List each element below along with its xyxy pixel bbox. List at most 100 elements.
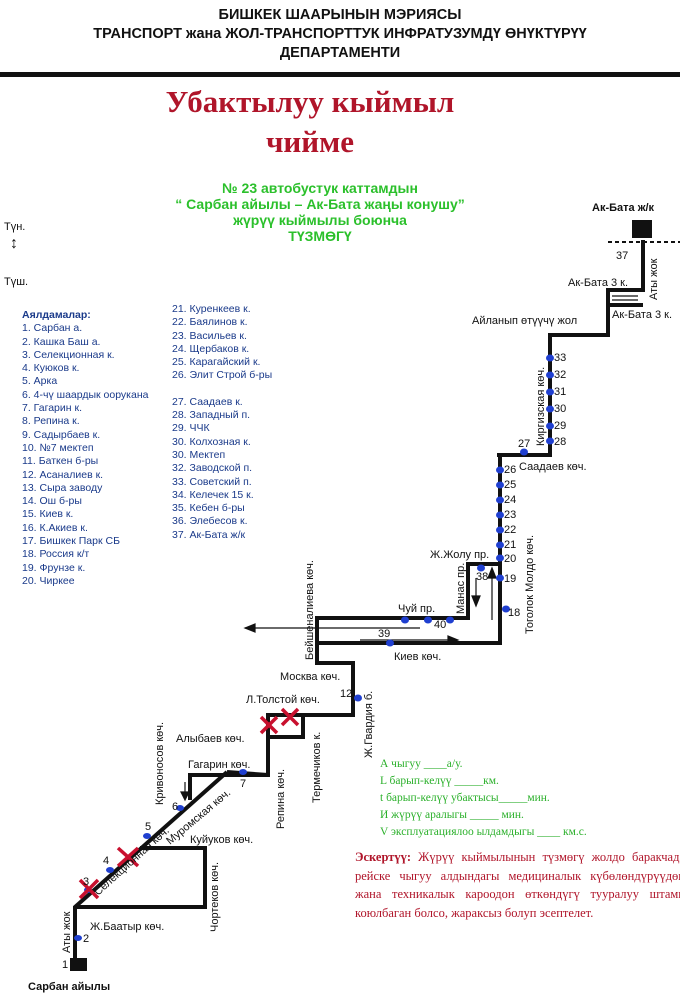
closure-x-icon — [116, 846, 140, 868]
closure-x-icon — [78, 878, 100, 900]
direction-arrows — [180, 295, 638, 802]
stop-list-item: 34. Келечек 15 к. — [172, 488, 254, 501]
stop-list-item: 16. К.Акиев к. — [22, 521, 88, 534]
stop-list-item: 17. Бишкек Парк СБ — [22, 535, 120, 548]
stop-list-item: 28. Западный п. — [172, 409, 251, 422]
stop-dot — [386, 639, 394, 647]
route-lines — [73, 240, 645, 958]
stop-list-item: 15. Киев к. — [22, 508, 74, 521]
stop-dot — [106, 867, 114, 873]
terminal-start-label: Сарбан айылы — [28, 981, 110, 993]
stop-dot — [74, 935, 82, 941]
param-line: И жүрүү аралыгы _____ мин. — [380, 809, 524, 821]
stop-list-item: 3. Селекционная к. — [22, 348, 115, 361]
compass-south: Түш. — [4, 276, 29, 288]
stop-number: 7 — [240, 778, 246, 790]
stops-heading: Аялдамалар: — [22, 309, 91, 321]
street-label: Киев көч. — [394, 651, 441, 663]
param-line: А чыгуу ____а/у. — [380, 758, 463, 770]
compass-north: Түн. — [4, 221, 26, 233]
stop-list-item: 5. Арка — [22, 375, 58, 388]
stop-number: 38 — [476, 571, 488, 583]
stop-dot — [546, 405, 554, 413]
stop-list-item: 26. Элит Строй б-ры — [172, 369, 273, 382]
subtitle-line: “ Сарбан айылы – Ак-Бата жаңы конушу” — [175, 196, 465, 212]
road-closure-icons — [78, 707, 300, 900]
stop-list-item: 29. ЧЧК — [172, 422, 210, 435]
route-parameters: А чыгуу ____а/у. L барып-келүү _____км. … — [380, 756, 587, 841]
stop-dot — [239, 769, 247, 775]
stop-number: 1 — [62, 959, 68, 971]
closure-x-icon — [259, 715, 279, 735]
street-label: Алыбаев көч. — [176, 733, 245, 745]
stop-dot — [546, 388, 554, 396]
compass-arrow-icon: ↕ — [10, 235, 18, 252]
street-label: Термечиков к. — [311, 732, 323, 803]
stop-list-item: 4. Куюков к. — [22, 362, 80, 375]
stop-number: 2 — [83, 933, 89, 945]
stop-dots — [74, 354, 554, 941]
street-label: Чуй пр. — [398, 603, 435, 615]
stop-list-item: 8. Репина к. — [22, 415, 80, 428]
stop-dot — [496, 496, 504, 504]
note-text: Жүрүү кыймылынын түзмөгү жолдо баракчада… — [355, 850, 680, 920]
stop-dot — [496, 574, 504, 582]
street-label: Москва көч. — [280, 671, 340, 683]
header-line: БИШКЕК ШААРЫНЫН МЭРИЯСЫ — [218, 7, 462, 23]
stop-number: 29 — [554, 420, 566, 432]
route-segment — [497, 240, 645, 457]
stop-dot — [176, 805, 184, 811]
stop-dot — [401, 616, 409, 624]
stop-number: 31 — [554, 386, 566, 398]
stop-list-item: 27. Саадаев к. — [172, 395, 243, 408]
stop-dot — [520, 448, 528, 456]
street-label: Манас пр. — [455, 563, 467, 614]
stop-number: 30 — [554, 403, 566, 415]
stop-list-item: 13. Сыра заводу — [22, 481, 103, 494]
stop-number: 37 — [616, 250, 628, 262]
street-label: Аты жок — [61, 911, 73, 953]
route-segment — [75, 846, 207, 909]
street-label: Л.Толстой көч. — [246, 694, 320, 706]
stop-list-item: 14. Ош б-ры — [22, 495, 82, 508]
stop-number: 32 — [554, 369, 566, 381]
stop-list-item: 25. Карагайский к. — [172, 356, 261, 369]
stop-list-item: 35. Кебен б-ры — [172, 502, 245, 515]
subtitle-line: жүрүү кыймылы боюнча — [233, 212, 407, 228]
stop-list-item: 20. Чиркее — [22, 574, 75, 587]
stop-list-item: 11. Баткен б-ры — [22, 455, 99, 468]
subtitle-line: № 23 автобустук каттамдын — [222, 180, 418, 196]
stop-list-item: 19. Фрунзе к. — [22, 561, 86, 574]
stop-list-item: 21. Куренкеев к. — [172, 303, 251, 315]
stop-list-item: 18. Россия к/т — [22, 548, 90, 561]
stop-dot — [546, 422, 554, 430]
street-label: Айланып өтүүчү жол — [472, 315, 577, 327]
route-segment — [268, 715, 305, 739]
stop-number: 21 — [504, 539, 516, 551]
closure-x-icon — [280, 707, 300, 727]
header-line: ТРАНСПОРТ жана ЖОЛ-ТРАНСПОРТТУК ИНФРАТУЗ… — [93, 26, 587, 42]
street-label: Саадаев көч. — [519, 461, 587, 473]
stop-dot — [546, 437, 554, 445]
route-segment — [226, 770, 269, 777]
stop-dot — [502, 605, 510, 613]
stop-list-item: 10. №7 мектеп — [22, 441, 94, 454]
stop-number: 28 — [554, 436, 566, 448]
stop-number: 18 — [508, 607, 520, 619]
street-label: Ж.Баатыр көч. — [90, 921, 164, 933]
title-line: Убактылуу кыймыл — [165, 84, 455, 119]
stop-list-item: 22. Баялинов к. — [172, 316, 248, 329]
stop-number: 40 — [434, 619, 446, 631]
route-segment — [317, 564, 502, 645]
param-line: V эксплуатациялоо ылдамдыгы ____ км.с. — [380, 826, 587, 838]
stop-list-item: 24. Щербаков к. — [172, 342, 250, 355]
note-block: Эскертүү: Жүрүү кыймылынын түзмөгү жолдо… — [355, 848, 680, 922]
stop-number: 33 — [554, 352, 566, 364]
stop-list-item: 33. Советский п. — [172, 475, 252, 488]
header-divider — [0, 72, 680, 77]
stops-list-1: Аялдамалар: 1. Сарбан а.2. Кашка Баш а.3… — [22, 309, 149, 588]
street-label: Кривоносов көч. — [154, 722, 166, 805]
stop-list-item: 1. Сарбан а. — [22, 322, 83, 335]
stop-list-item: 2. Кашка Баш а. — [22, 335, 101, 348]
stop-number: 27 — [518, 438, 530, 450]
